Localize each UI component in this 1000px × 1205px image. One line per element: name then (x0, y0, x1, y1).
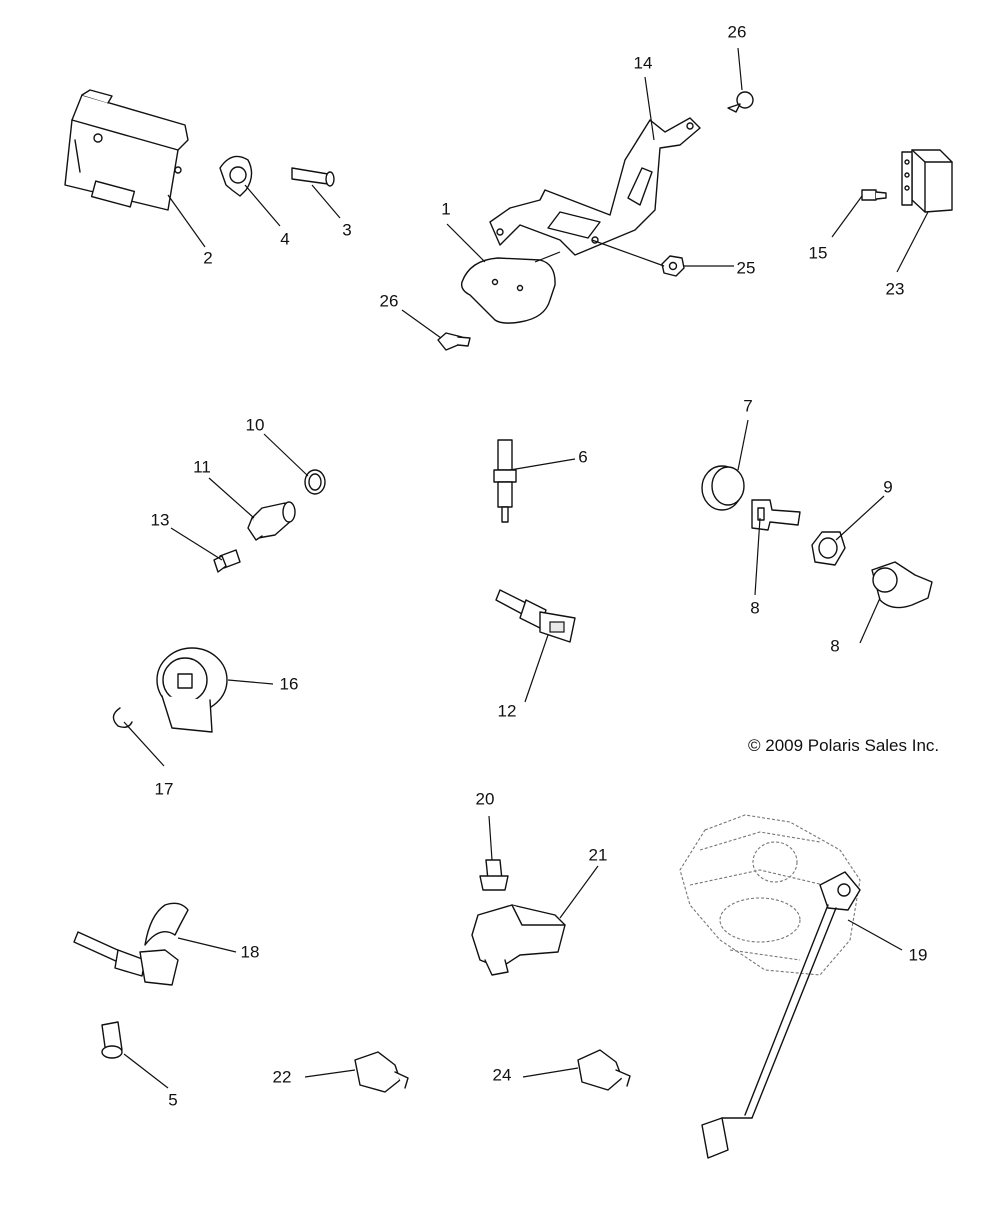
callout-13: 13 (151, 510, 170, 529)
callout-11: 11 (193, 457, 211, 476)
part-1-cover (460, 257, 556, 324)
part-2-ecu-module (64, 89, 189, 211)
part-13-bolt (213, 549, 241, 573)
part-10-oring (304, 469, 326, 495)
part-22-switch (354, 1051, 409, 1093)
callout-9: 9 (883, 477, 892, 496)
part-9-nut (811, 531, 846, 566)
part-8-switch (871, 561, 933, 609)
callout-8: 8 (750, 598, 759, 617)
part-7-grommet (701, 465, 745, 511)
callout-4: 4 (280, 229, 289, 248)
callout-26-b: 26 (728, 22, 747, 41)
part-26-screw (437, 332, 471, 351)
part-15-screw (861, 189, 887, 201)
part-24-switch (577, 1049, 631, 1091)
callout-8-b: 8 (830, 636, 839, 655)
callout-14: 14 (634, 53, 653, 72)
part-25-nut (661, 255, 685, 277)
callout-numbers: 1 2 3 4 5 6 7 8 8 9 10 11 12 13 14 15 16… (151, 22, 928, 1109)
callout-7: 7 (743, 396, 752, 415)
callout-22: 22 (273, 1067, 292, 1086)
callout-2: 2 (203, 248, 212, 267)
part-26-screw (727, 91, 754, 113)
callout-1: 1 (441, 199, 450, 218)
callout-18: 18 (241, 942, 260, 961)
callout-12: 12 (498, 701, 517, 720)
part-23-relay (901, 149, 953, 213)
part-4-clamp (219, 155, 253, 197)
callout-5: 5 (168, 1090, 177, 1109)
part-19-throttle-sensor (679, 814, 861, 1159)
part-5-bolt (101, 1021, 123, 1059)
part-17-snap-ring (112, 707, 133, 729)
part-18-map-sensor (73, 902, 189, 986)
part-11-sensor (247, 501, 296, 541)
part-21-sensor (471, 904, 566, 976)
callout-23: 23 (886, 279, 905, 298)
part-20-bolt (479, 859, 509, 891)
callout-26: 26 (380, 291, 399, 310)
callout-20: 20 (476, 789, 495, 808)
callout-19: 19 (909, 945, 928, 964)
callout-24: 24 (493, 1065, 512, 1084)
part-8-clip (751, 499, 801, 531)
part-12-temp-sensor (495, 589, 576, 643)
callout-17: 17 (155, 779, 174, 798)
callout-25: 25 (737, 258, 756, 277)
part-14-bracket (489, 117, 701, 256)
part-3-bolt (291, 167, 335, 187)
part-6-sensor (493, 439, 517, 523)
leader-lines (123, 47, 929, 1089)
copyright-notice: © 2009 Polaris Sales Inc. (748, 736, 940, 755)
part-16-knock-sensor (156, 647, 228, 733)
callout-10: 10 (246, 415, 265, 434)
callout-21: 21 (589, 845, 608, 864)
callout-3: 3 (342, 220, 351, 239)
callout-16: 16 (280, 674, 299, 693)
callout-6: 6 (578, 447, 587, 466)
callout-15: 15 (809, 243, 828, 262)
